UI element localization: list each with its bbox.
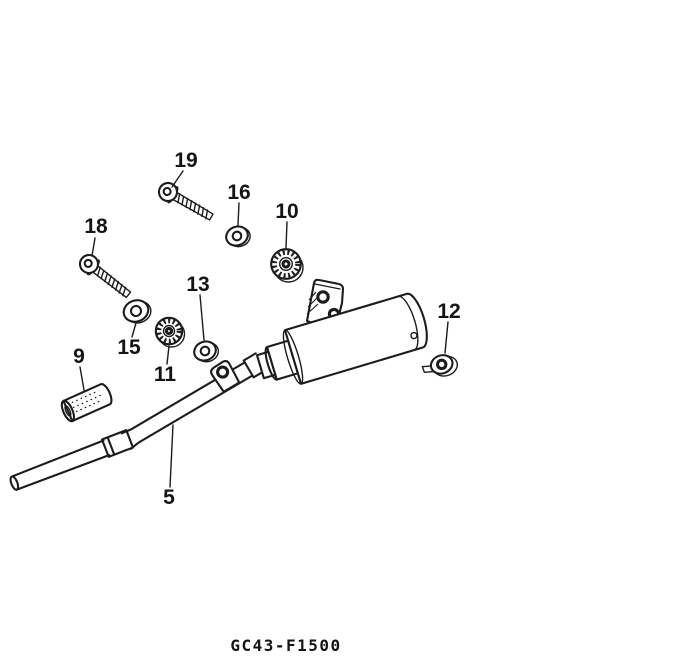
leader-line-5	[169, 424, 174, 488]
exhaust-pipe-rear-segment	[120, 352, 267, 450]
washer-face	[225, 225, 249, 247]
part-label-10: 10	[275, 200, 298, 223]
muffler-endcap-hole	[410, 331, 418, 340]
leader-line-18	[91, 237, 96, 257]
bolt-threads	[96, 266, 127, 297]
mount-knurl	[272, 250, 300, 278]
bushing-hub	[162, 324, 176, 338]
pipe-tube-outline	[10, 439, 111, 491]
leader-line-16	[237, 202, 240, 226]
part-18-bolt	[78, 253, 132, 299]
muffler-right-seam	[397, 295, 419, 351]
bolt-center-hole	[435, 358, 448, 371]
part-9-collar	[60, 383, 113, 423]
washer-face	[193, 340, 217, 362]
part-label-11: 11	[154, 363, 177, 386]
part-label-12: 12	[437, 300, 460, 323]
part-label-13: 13	[186, 273, 209, 296]
pipe-coupling-sleeve	[100, 429, 135, 458]
mount-hole	[281, 259, 291, 269]
part-label-5: 5	[163, 486, 175, 509]
part-label-19: 19	[174, 149, 197, 172]
mount-hub	[278, 256, 294, 272]
collar-texture	[71, 390, 103, 413]
pipe-hanger-hole	[216, 365, 230, 379]
washer-face	[122, 299, 150, 323]
bracket-fold-line	[314, 283, 341, 290]
washer-hole	[231, 230, 243, 242]
part-15-washer	[122, 299, 152, 324]
part-labels: 19 16 10 18 13 15 11 9 12 5	[73, 149, 461, 509]
leader-line-11	[166, 345, 170, 365]
collar-outline	[62, 383, 113, 423]
part-19-bolt	[157, 181, 214, 221]
bolt-socket	[162, 186, 172, 197]
collar-open-end	[60, 399, 76, 423]
leader-line-19	[171, 170, 184, 188]
part-16-washer	[225, 225, 251, 248]
part-label-15: 15	[117, 336, 141, 359]
bracket-hole-upper	[316, 290, 330, 304]
part-label-9: 9	[73, 345, 85, 368]
part-label-16: 16	[227, 181, 250, 204]
washer-hole	[129, 304, 143, 318]
leader-line-9	[79, 366, 85, 391]
part-13-washer	[193, 340, 220, 363]
bolt-head-face	[429, 354, 454, 375]
collar-bore	[64, 405, 72, 417]
pipe-tip-opening	[9, 475, 20, 491]
leader-line-10	[285, 221, 288, 249]
muffler-body	[255, 292, 428, 385]
muffler-body-outline	[283, 292, 428, 385]
bolt-socket	[83, 258, 93, 268]
leader-line-15	[131, 322, 137, 338]
part-12-bolt	[421, 354, 458, 377]
bolt-head	[157, 181, 179, 203]
mount-outer	[270, 248, 302, 280]
bolt-head	[78, 253, 100, 275]
pipe-tube-outline	[120, 361, 254, 450]
exhaust-pipe-front-segment	[9, 429, 135, 491]
bracket-hatch-lines	[306, 291, 319, 315]
bolt-threads	[177, 193, 209, 220]
figure-code: GC43-F1500	[230, 636, 341, 655]
leader-line-12	[444, 321, 449, 354]
leader-lines	[79, 170, 449, 488]
leader-line-13	[199, 294, 205, 341]
part-11-bushing	[154, 316, 186, 348]
washer-hole	[199, 345, 211, 357]
part-label-18: 18	[84, 215, 108, 238]
part-10-mount	[270, 248, 304, 283]
bushing-hole	[164, 326, 174, 336]
muffler-inlet-cap-rim	[264, 345, 278, 381]
bushing-knurl	[156, 318, 182, 344]
